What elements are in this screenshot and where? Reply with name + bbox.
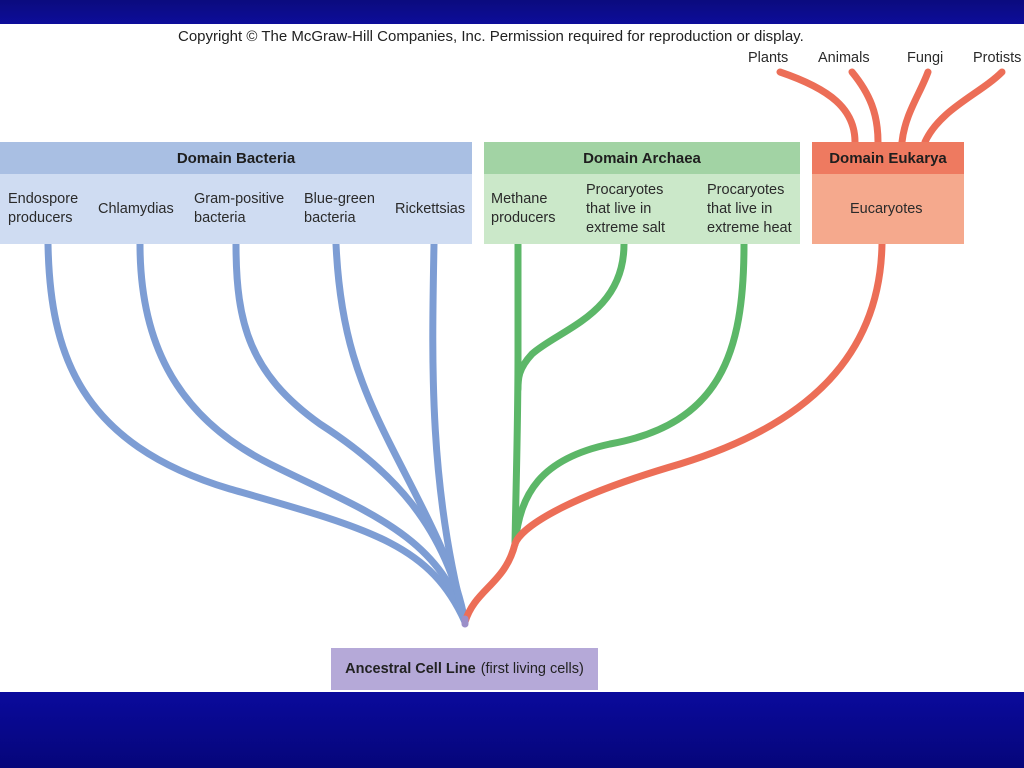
group-extreme-heat: Procaryotes that live in extreme heat <box>707 182 792 236</box>
branch-protists <box>921 68 1006 146</box>
group-rickettsias: Rickettsias <box>395 201 466 217</box>
ancestor-subtitle: (first living cells) <box>480 661 584 677</box>
group-gram-positive-bacteria: Gram-positive bacteria <box>194 191 285 226</box>
ancestral-cell-line-box: Ancestral Cell Line(first living cells) <box>331 648 598 690</box>
branch-blue-green <box>332 240 469 626</box>
group-chlamydias: Chlamydias <box>98 201 174 217</box>
domain-archaea-header: Domain Archaea <box>484 142 800 174</box>
group-extreme-salt: Procaryotes that live in extreme salt <box>586 182 665 236</box>
domain-bacteria-body: Endospore producers Chlamydias Gram-posi… <box>0 174 472 244</box>
branch-archaea-eukarya-stem <box>461 540 519 626</box>
domain-bacteria-header: Domain Bacteria <box>0 142 472 174</box>
domain-eukarya-header: Domain Eukarya <box>812 142 964 174</box>
group-endospore-producers: Endospore producers <box>8 191 79 226</box>
ancestor-title: Ancestral Cell Line <box>345 661 476 677</box>
group-eucaryotes: Eucaryotes <box>850 201 923 217</box>
kingdom-label-animals: Animals <box>818 50 870 66</box>
branch-endospore-producers <box>44 240 469 626</box>
slide-bottom-band <box>0 692 1024 768</box>
branch-fungi <box>898 68 932 146</box>
branch-plants <box>776 68 859 146</box>
branch-animals <box>848 68 882 146</box>
branch-rickettsias <box>429 240 469 626</box>
kingdom-label-plants: Plants <box>748 50 789 66</box>
kingdom-label-protists: Protists <box>973 50 1022 66</box>
branch-extreme-heat <box>511 240 748 548</box>
tree-branches <box>44 68 1006 628</box>
branch-extreme-salt <box>514 240 628 393</box>
group-methane-producers: Methane producers <box>491 191 556 226</box>
branch-chlamydias <box>136 240 469 626</box>
copyright-notice: Copyright © The McGraw-Hill Companies, I… <box>178 28 804 45</box>
branch-methane-producers <box>511 240 522 548</box>
group-blue-green-bacteria: Blue-green bacteria <box>304 191 375 226</box>
domain-archaea-body: Methane producers Procaryotes that live … <box>484 174 800 244</box>
domain-eukarya-body: Eucaryotes <box>812 174 964 244</box>
kingdom-label-fungi: Fungi <box>907 50 944 66</box>
phylogenetic-tree-figure: Copyright © The McGraw-Hill Companies, I… <box>0 24 1024 692</box>
branch-eucaryotes <box>511 240 886 548</box>
slide-top-band <box>0 0 1024 24</box>
